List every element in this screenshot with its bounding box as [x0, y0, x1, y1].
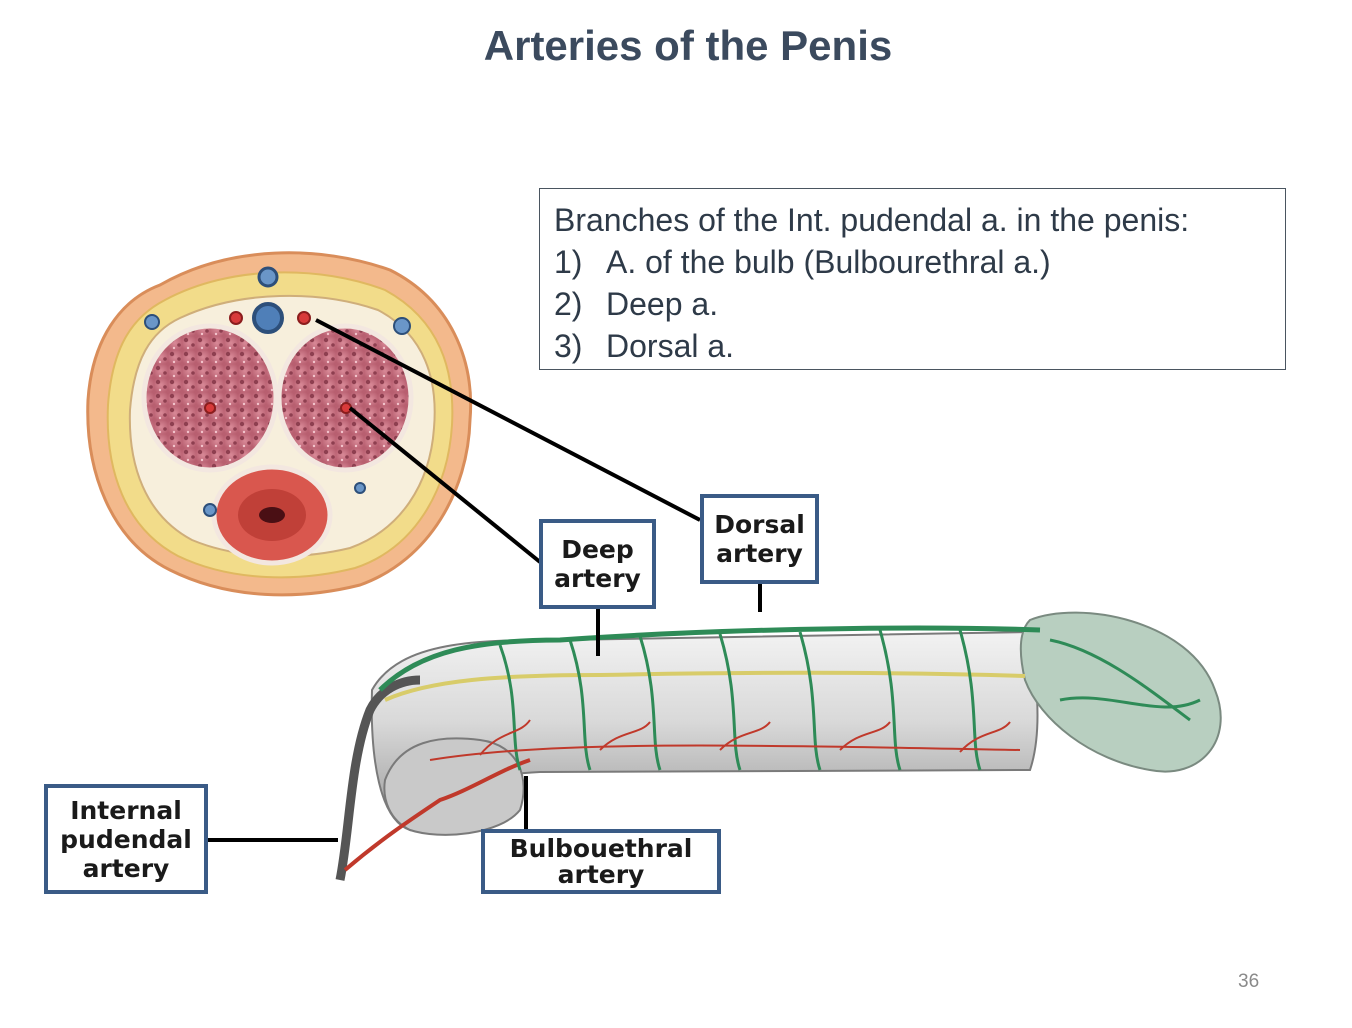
- corpus-cavernosum-right: [276, 323, 414, 473]
- item-text: Deep a.: [606, 286, 719, 322]
- penis-lateral-view: [335, 611, 1222, 881]
- item-number: 1): [554, 244, 583, 280]
- list-item: 3) Dorsal a.: [554, 325, 1271, 367]
- list-item: 1) A. of the bulb (Bulbourethral a.): [554, 241, 1271, 283]
- item-number: 2): [554, 286, 583, 322]
- dorsal-nerve: [384, 670, 1026, 702]
- label-line: Deep: [561, 535, 634, 564]
- internal-pudendal-vessel: [335, 675, 421, 881]
- label-line: artery: [554, 564, 641, 593]
- leader-lines: [207, 318, 762, 842]
- slide-title: Arteries of the Penis: [483, 22, 893, 69]
- corpus-cavernosum-left: [141, 323, 279, 473]
- dorsal-vessel-green: [378, 625, 1041, 692]
- label-line: pudendal: [60, 824, 192, 854]
- urethra: [259, 507, 285, 523]
- cross-section: [86, 251, 473, 597]
- circumflex-branches: [498, 629, 1201, 771]
- dorsal-artery-label: Dorsal artery: [700, 494, 819, 584]
- dorsal-leader: [315, 318, 701, 522]
- branches-list: 1) A. of the bulb (Bulbourethral a.) 2) De…: [554, 241, 1271, 367]
- label-line: Bulbouethral: [509, 833, 693, 863]
- deep-artery-label: Deep artery: [539, 519, 656, 609]
- deep-dorsal-vein: [252, 302, 284, 334]
- label-line: artery: [557, 859, 645, 889]
- deep-leader: [348, 406, 542, 564]
- bulbourethral-artery-label: Bulbouethral artery: [481, 829, 721, 894]
- internal-pudendal-artery-label: Internal pudendal artery: [44, 784, 208, 894]
- info-heading: Branches of the Int. pudendal a. in the …: [554, 202, 1190, 238]
- label-line: artery: [716, 539, 803, 568]
- item-text: Dorsal a.: [606, 328, 735, 364]
- page-number: 36: [1238, 971, 1260, 992]
- label-line: artery: [82, 853, 170, 883]
- deep-artery-branches: [429, 719, 1021, 761]
- branches-info-box: Branches of the Int. pudendal a. in the …: [539, 188, 1286, 370]
- item-text: A. of the bulb (Bulbourethral a.): [606, 244, 1051, 280]
- dorsal-artery-right: [297, 311, 311, 325]
- deep-artery-right: [340, 402, 352, 414]
- list-item: 2) Deep a.: [554, 283, 1271, 325]
- item-number: 3): [554, 328, 583, 364]
- bulb: [383, 737, 525, 836]
- deep-artery-left: [204, 402, 216, 414]
- label-line: Dorsal: [714, 510, 805, 539]
- dorsal-artery-left: [229, 311, 243, 325]
- glans: [1019, 611, 1222, 773]
- label-line: Internal: [70, 795, 182, 825]
